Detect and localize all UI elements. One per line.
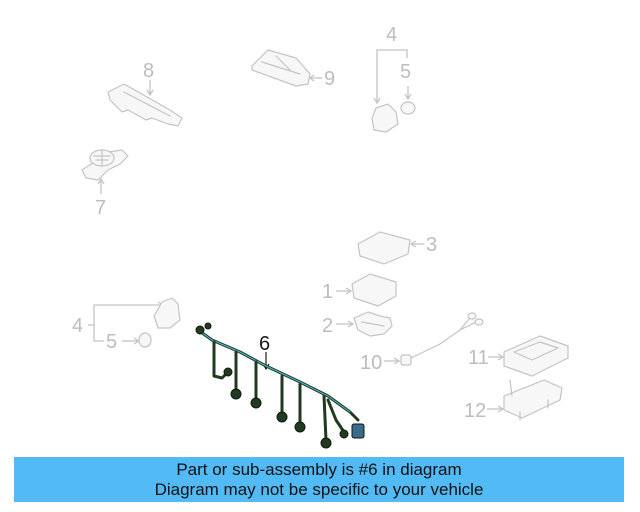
part-3-module[interactable]: 3 xyxy=(357,231,437,265)
callout-2: 2 xyxy=(322,315,333,337)
callout-1: 1 xyxy=(322,281,333,303)
banner-line-part-number: Part or sub-assembly is #6 in diagram xyxy=(176,459,462,479)
callout-10: 10 xyxy=(360,352,382,374)
part-2-bracket[interactable]: 2 xyxy=(322,311,393,337)
callout-6: 6 xyxy=(259,333,270,355)
part-11-module[interactable]: 11 xyxy=(468,335,569,377)
part-12-bracket[interactable]: 12 xyxy=(464,379,563,422)
callout-7: 7 xyxy=(95,197,106,219)
callout-4-upper: 4 xyxy=(386,24,397,46)
part-4-5-upper[interactable]: 4 5 xyxy=(371,24,416,133)
part-6-wiring-harness[interactable]: 6 xyxy=(195,322,365,449)
info-banner: Part or sub-assembly is #6 in diagram Di… xyxy=(14,457,624,502)
callout-8: 8 xyxy=(143,60,154,82)
callout-9: 9 xyxy=(324,68,335,90)
part-9-handle[interactable]: 9 xyxy=(251,49,335,90)
callout-5-upper: 5 xyxy=(400,61,411,83)
part-1-control-unit[interactable]: 1 xyxy=(322,273,397,307)
callout-3: 3 xyxy=(426,234,437,256)
callout-4-lower: 4 xyxy=(72,315,83,337)
callout-11: 11 xyxy=(468,347,489,369)
banner-line-disclaimer: Diagram may not be specific to your vehi… xyxy=(154,479,484,499)
callout-12: 12 xyxy=(464,400,486,422)
part-7-buzzer[interactable]: 7 xyxy=(81,149,129,219)
part-4-5-lower[interactable]: 4 5 xyxy=(72,297,181,353)
part-10-cable[interactable]: 10 xyxy=(360,312,484,374)
callout-5-lower: 5 xyxy=(106,331,117,353)
part-8-trim-strip[interactable]: 8 xyxy=(107,60,183,127)
